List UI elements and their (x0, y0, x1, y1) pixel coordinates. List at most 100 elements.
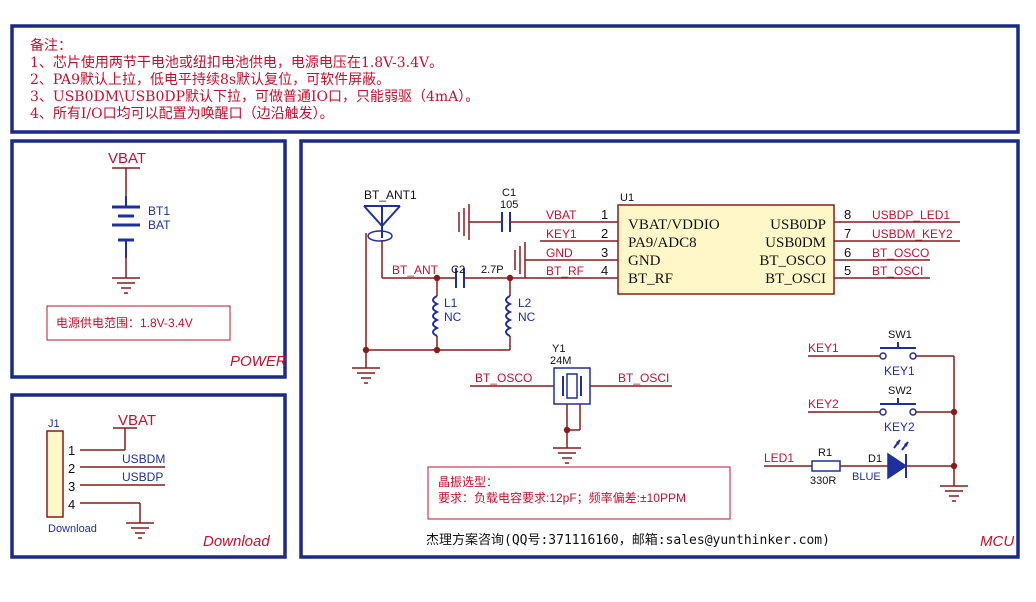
u1-net-bt-osco: BT_OSCO (872, 246, 929, 260)
d1-led-icon (887, 439, 909, 480)
u1-pin-4: 4 (601, 263, 608, 278)
download-ground-icon (126, 522, 154, 539)
y1-value: 24M (550, 355, 571, 367)
u1-pin-7: 7 (844, 226, 851, 241)
y1-crystal (553, 367, 591, 405)
u1-net-vbat: VBAT (546, 208, 577, 222)
bt-ant-net: BT_ANT (392, 263, 439, 277)
contact-line: 杰理方案咨询(QQ号:371116160，邮箱:sales@yunthinker… (426, 532, 830, 548)
u1-pin-name-bt-osci: BT_OSCI (765, 271, 826, 287)
junction-led (950, 462, 958, 470)
gnd-pin-ground-icon (514, 242, 526, 278)
y1-ref: Y1 (552, 343, 565, 355)
mcu-section-label: MCU (980, 533, 1014, 550)
d1-ref: D1 (868, 453, 882, 465)
j1-vbat-label: VBAT (118, 412, 156, 429)
l2-ref: L2 (518, 296, 532, 310)
bt1-ref: BT1 (148, 204, 170, 218)
y1-net-osco: BT_OSCO (475, 371, 532, 385)
mcu-ground-icon (940, 485, 968, 502)
notes-frame (10, 24, 1020, 134)
d1-value: BLUE (852, 471, 881, 483)
note-line-1: 1、芯片使用两节干电池或纽扣电池供电，电源电压在1.8V-3.4V。 (30, 54, 443, 71)
u1-pin-name-vbat: VBAT/VDDIO (628, 217, 720, 233)
power-range-note: 电源供电范围：1.8V-3.4V (56, 316, 193, 330)
y1-ground-icon (553, 447, 581, 464)
l1-ref: L1 (444, 296, 458, 310)
antenna-icon (363, 205, 401, 242)
u1-pin-name-bt-rf: BT_RF (628, 271, 673, 287)
j1-connector (46, 430, 64, 518)
j1-pin-3: 3 (68, 479, 75, 494)
junction-sw2 (950, 408, 958, 416)
rf-ground-icon (352, 367, 380, 384)
sw2-net: KEY2 (808, 397, 839, 411)
note-line-2: 2、PA9默认上拉，低电平持续8s默认复位，可软件屏蔽。 (30, 71, 390, 88)
u1-pin-6: 6 (844, 245, 851, 260)
c2-value: 2.7P (481, 264, 504, 276)
u1-pin-name-pa9: PA9/ADC8 (628, 235, 697, 251)
note-line-4: 4、所有I/O口均可以配置为唤醒口（边沿触发）。 (30, 105, 334, 122)
sw2-label: KEY2 (884, 420, 915, 434)
j1-pin-1: 1 (68, 443, 75, 458)
c1-ground-icon (458, 204, 470, 240)
u1-pin-3: 3 (601, 245, 608, 260)
l2-value: NC (518, 310, 536, 324)
led1-net: LED1 (764, 451, 794, 465)
r1-resistor (811, 460, 841, 472)
y1-net-osci: BT_OSCI (618, 371, 669, 385)
u1-net-bt-rf: BT_RF (546, 264, 584, 278)
crystal-note-body: 要求：负载电容要求:12pF；频率偏差:±10PPM (438, 490, 686, 505)
j1-pin-2: 2 (68, 461, 75, 476)
c1-value: 105 (500, 199, 518, 211)
j1-net-usbdm: USBDM (122, 452, 165, 466)
u1-net-gnd: GND (546, 246, 573, 260)
c1-capacitor (501, 212, 511, 232)
j1-net-usbdp: USBDP (122, 470, 163, 484)
u1-net-usbdp-led1: USBDP_LED1 (872, 208, 950, 222)
sw2-switch (879, 398, 917, 416)
download-section-label: Download (203, 533, 270, 550)
mcu-frame (299, 139, 1020, 559)
power-range-box (46, 305, 231, 341)
crystal-note-title: 晶振选型： (438, 475, 498, 489)
notes-title: 备注： (30, 37, 72, 54)
u1-chip (617, 204, 835, 295)
power-frame (10, 139, 287, 379)
bt1-value: BAT (148, 218, 171, 232)
u1-pin-name-bt-osco: BT_OSCO (759, 253, 826, 269)
c1-ref: C1 (502, 187, 516, 199)
sw1-net: KEY1 (808, 341, 839, 355)
c2-ref: C2 (451, 264, 465, 276)
l1-inductor (432, 295, 440, 337)
u1-net-bt-osci: BT_OSCI (872, 264, 923, 278)
u1-pin-name-usb0dm: USB0DM (765, 235, 826, 251)
u1-ref: U1 (620, 192, 634, 204)
u1-pin-name-gnd: GND (628, 253, 661, 269)
power-section-label: POWER (230, 353, 287, 370)
u1-net-key1: KEY1 (546, 227, 577, 241)
crystal-note-box (427, 466, 731, 520)
junction-l1-bottom (433, 346, 441, 354)
power-ground-icon (112, 277, 140, 294)
j1-pin-4: 4 (68, 497, 75, 512)
u1-pin-1: 1 (601, 207, 608, 222)
sw1-label: KEY1 (884, 364, 915, 378)
r1-ref: R1 (818, 447, 832, 459)
battery-symbol (112, 196, 140, 258)
sw1-switch (879, 342, 917, 360)
u1-pin-5: 5 (844, 263, 851, 278)
j1-ref: J1 (48, 418, 60, 430)
l1-value: NC (444, 310, 462, 324)
u1-pin-2: 2 (601, 226, 608, 241)
antenna-ref: BT_ANT1 (364, 188, 417, 202)
download-frame (10, 393, 287, 559)
l2-inductor (505, 295, 513, 337)
sw1-ref: SW1 (888, 329, 912, 341)
r1-value: 330R (810, 475, 836, 487)
u1-net-usbdm-key2: USBDM_KEY2 (872, 227, 953, 241)
note-line-3: 3、USB0DM\USB0DP默认下拉，可做普通IO口，只能弱驱（4mA）。 (30, 89, 479, 105)
u1-pin-name-usb0dp: USB0DP (770, 217, 826, 233)
sw2-ref: SW2 (888, 385, 912, 397)
